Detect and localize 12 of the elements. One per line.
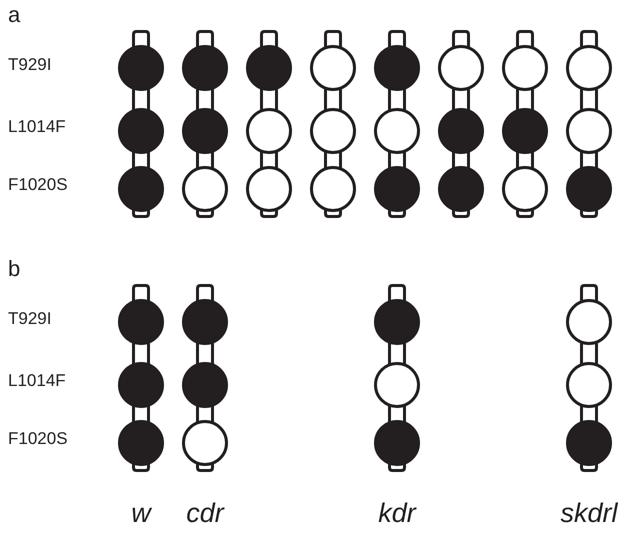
mutation-label: F1020S [8,430,68,447]
mutation-label: T929I [8,56,52,73]
mutation-label: L1014F [8,118,66,135]
strain-label: cdr [186,500,224,527]
strain-label: kdr [378,500,416,527]
mutation-label: L1014F [8,372,66,389]
mutation-label: T929I [8,310,52,327]
strain-label: w [131,500,151,527]
panel-label: b [8,258,20,280]
panel-label: a [8,4,20,26]
strain-label: skdrl [560,500,618,527]
mutation-label: F1020S [8,176,68,193]
